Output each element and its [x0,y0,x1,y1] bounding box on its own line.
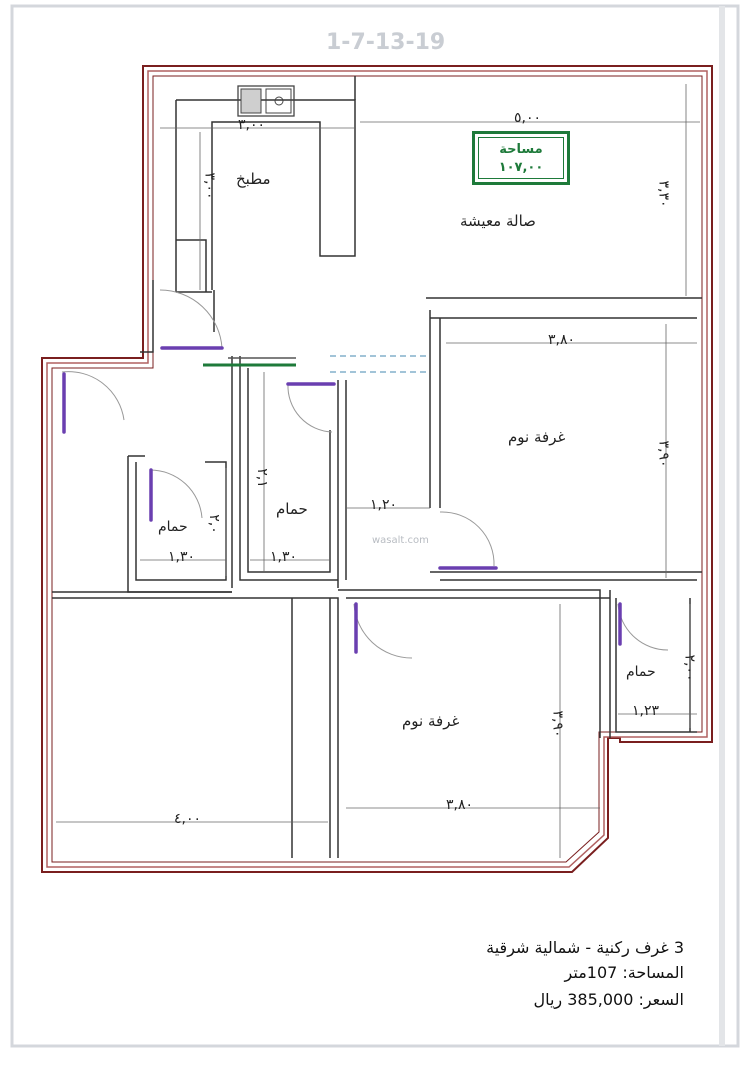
dim-bath-2-height: ٢,١ [253,468,270,488]
outer-walls [41,65,713,873]
door-leaves [62,346,622,654]
dim-bath-1-height: ٢,٠ [205,514,222,534]
room-label-bedroom-1: غرفة نوم [508,428,566,446]
dim-living-height: ٣,٣٠ [655,180,672,208]
dim-bedroom-2-width: ٣,٨٠ [446,797,474,813]
room-label-bath-1: حمام [158,519,188,535]
info-line-rooms: 3 غرف ركنية - شمالية شرقية [486,938,684,957]
dim-bedroom-1-width: ٣,٨٠ [548,332,576,348]
dim-bath-2-width: ١,٣٠ [270,549,298,565]
room-label-bath-3: حمام [626,664,656,680]
dim-bedroom-2-height: ٣,٩٠ [549,710,566,738]
page-frame [10,4,740,1048]
room-label-bedroom-2: غرفة نوم [402,712,460,730]
area-badge-title: مساحة [499,142,543,157]
dim-bath-3-height: ٢,٠٠ [681,654,698,682]
reference-code: 1-7-13-19 [326,30,446,55]
dimension-lines [56,84,700,858]
dim-majlis-width: ٤,٠٠ [174,811,202,827]
dim-kitchen-width: ٣,٠٠ [238,117,266,133]
door-swings [61,289,669,659]
dim-bedroom-1-height: ٣,٩٠ [655,440,672,468]
interior-walls [52,76,702,858]
dim-corridor-width: ١,٢٠ [370,497,398,513]
dim-bath-1-width: ١,٣٠ [168,549,196,565]
room-label-bath-2: حمام [276,500,308,518]
dashed-opening [330,355,430,373]
dim-kitchen-height: ٣,٠٠ [201,172,218,200]
area-badge: مساحة ١٠٧,٠٠ [472,131,570,185]
area-badge-value: ١٠٧,٠٠ [498,160,544,175]
kitchen-sink-icon [237,85,295,117]
dim-bath-3-width: ١,٢٣ [632,703,660,719]
info-line-area: المساحة: 107متر [564,963,684,982]
room-label-living: صالة معيشة [460,212,536,230]
watermark: wasalt.com [372,535,429,546]
info-line-price: السعر: 385,000 ريال [533,990,684,1009]
dim-living-width: ٥,٠٠ [514,110,542,126]
room-label-kitchen: مطبخ [236,170,271,188]
